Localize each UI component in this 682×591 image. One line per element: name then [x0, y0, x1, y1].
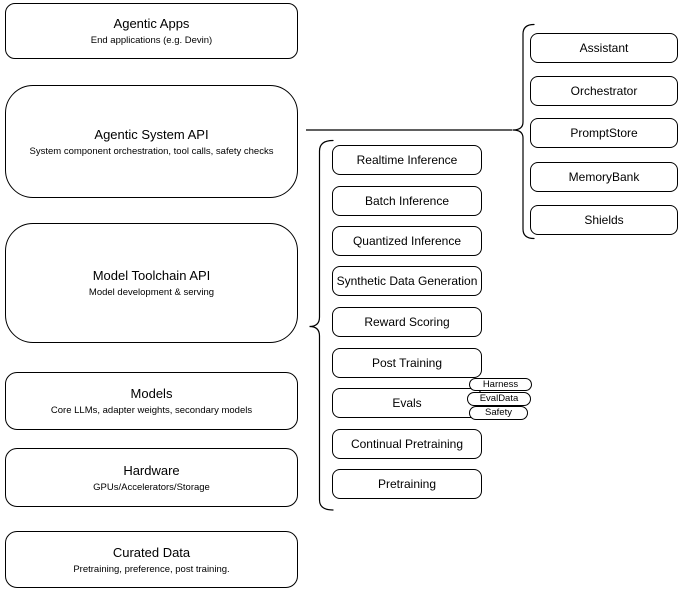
node-pretraining: Pretraining — [332, 469, 482, 499]
node-orchestrator: Orchestrator — [530, 76, 678, 106]
node-promptstore: PromptStore — [530, 118, 678, 148]
node-label: Batch Inference — [364, 194, 450, 208]
node-continual-pretraining: Continual Pretraining — [332, 429, 482, 459]
brace-model-toolchain-components — [309, 139, 334, 511]
node-agentic-system-api: Agentic System API System component orch… — [5, 85, 298, 198]
pill-label: EvalData — [479, 393, 519, 405]
node-model-toolchain-api: Model Toolchain API Model development & … — [5, 223, 298, 343]
node-subtitle: Model development & serving — [88, 287, 215, 298]
node-shields: Shields — [530, 205, 678, 235]
node-post-training: Post Training — [332, 348, 482, 378]
node-title: Hardware — [123, 462, 180, 478]
node-assistant: Assistant — [530, 33, 678, 63]
pill-label: Harness — [482, 378, 519, 390]
node-label: Quantized Inference — [352, 234, 462, 248]
node-synthetic-data-generation: Synthetic Data Generation — [332, 266, 482, 296]
node-subtitle: Pretraining, preference, post training. — [73, 563, 230, 575]
node-subtitle: End applications (e.g. Devin) — [90, 35, 213, 46]
node-title: Agentic System API — [94, 126, 209, 142]
node-label: PromptStore — [570, 126, 638, 140]
node-label: Synthetic Data Generation — [336, 274, 478, 288]
node-title: Model Toolchain API — [92, 268, 211, 283]
node-subtitle: System component orchestration, tool cal… — [29, 145, 274, 157]
node-title: Agentic Apps — [113, 16, 190, 31]
node-curated-data: Curated Data Pretraining, preference, po… — [5, 531, 298, 588]
node-label: Shields — [584, 213, 624, 227]
pill-label: Safety — [485, 407, 512, 419]
node-title: Curated Data — [112, 544, 191, 560]
pill-safety: Safety — [469, 406, 528, 420]
node-label: Orchestrator — [570, 84, 638, 98]
node-label: Realtime Inference — [356, 153, 458, 167]
node-label: MemoryBank — [568, 170, 640, 184]
node-realtime-inference: Realtime Inference — [332, 145, 482, 175]
node-label: Evals — [392, 396, 422, 410]
node-batch-inference: Batch Inference — [332, 186, 482, 216]
node-models: Models Core LLMs, adapter weights, secon… — [5, 372, 298, 430]
node-subtitle: GPUs/Accelerators/Storage — [93, 481, 210, 493]
node-label: Pretraining — [377, 477, 437, 491]
node-label: Continual Pretraining — [350, 437, 464, 451]
node-evals: Evals — [332, 388, 482, 418]
node-label: Reward Scoring — [364, 315, 450, 329]
node-memorybank: MemoryBank — [530, 162, 678, 192]
node-label: Assistant — [579, 41, 629, 55]
node-agentic-apps: Agentic Apps End applications (e.g. Devi… — [5, 3, 298, 59]
node-subtitle: Core LLMs, adapter weights, secondary mo… — [50, 405, 253, 416]
node-label: Post Training — [371, 356, 443, 370]
pill-harness: Harness — [469, 378, 532, 391]
node-title: Models — [130, 386, 173, 401]
pill-evaldata: EvalData — [467, 392, 531, 406]
node-quantized-inference: Quantized Inference — [332, 226, 482, 256]
node-hardware: Hardware GPUs/Accelerators/Storage — [5, 448, 298, 507]
node-reward-scoring: Reward Scoring — [332, 307, 482, 337]
